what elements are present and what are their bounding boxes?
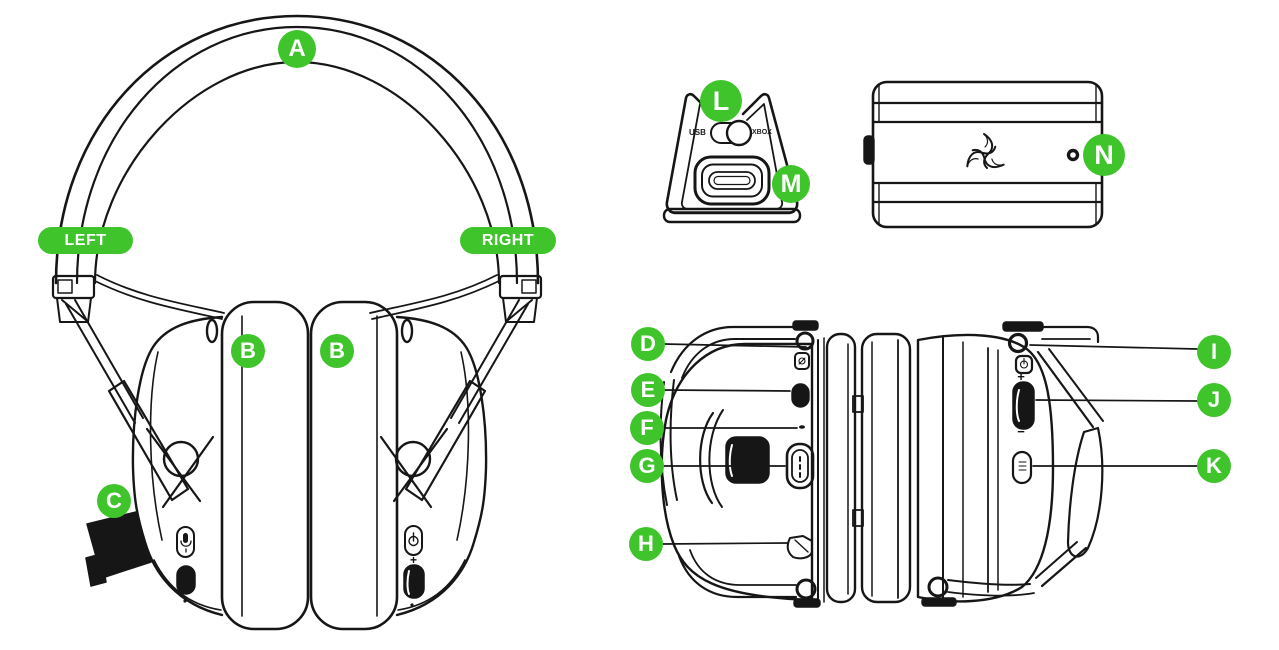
callout-c-boom-mic: C bbox=[97, 484, 131, 518]
callout-m-dongle-usb-c: M bbox=[772, 165, 810, 203]
callout-a-headband: A bbox=[278, 30, 316, 68]
usb-xbox-slide-switch bbox=[710, 119, 753, 147]
left-earcup-side-view bbox=[659, 320, 864, 608]
transmitter-box-view bbox=[863, 80, 1104, 229]
callout-d-mic-mute: D bbox=[631, 327, 665, 361]
razer-triskelion-logo bbox=[966, 133, 1005, 169]
dongle-usb-c-port bbox=[693, 155, 771, 206]
side-volume-roller bbox=[1012, 381, 1035, 430]
front-mic-mute-button bbox=[176, 526, 195, 558]
switch-knob bbox=[725, 119, 753, 147]
callout-i-power-button: I bbox=[1197, 335, 1231, 369]
mic-icon bbox=[183, 533, 188, 543]
usb-c-charging-port bbox=[785, 442, 815, 490]
reset-pinhole bbox=[799, 425, 805, 429]
side-volume-plus-mark: + bbox=[1017, 369, 1025, 384]
callout-g-usb-c-port: G bbox=[630, 449, 664, 483]
callout-k-function-button: K bbox=[1197, 449, 1231, 483]
mic-port bbox=[791, 383, 810, 408]
side-mic-mute-button bbox=[794, 352, 810, 370]
front-volume-roller bbox=[403, 564, 425, 599]
callout-leader-lines-left bbox=[662, 343, 807, 545]
right-side-tag: RIGHT bbox=[460, 227, 556, 254]
callout-l-usb-xbox-switch: L bbox=[700, 80, 742, 122]
side-power-button bbox=[1014, 354, 1034, 375]
box-side-button bbox=[863, 135, 875, 165]
side-volume-minus-mark: − bbox=[1017, 424, 1025, 439]
right-wire-slot bbox=[400, 318, 414, 344]
front-volume-plus-mark: + bbox=[409, 553, 417, 567]
led-indicator-dot bbox=[1066, 148, 1080, 162]
boom-mic-connector bbox=[85, 511, 152, 587]
switch-xbox-label: XBOX bbox=[752, 129, 772, 136]
wireless-dongle-view bbox=[662, 92, 802, 224]
callout-b-left-earcup: B bbox=[231, 334, 265, 368]
switch-usb-label: USB bbox=[689, 128, 706, 137]
front-power-button bbox=[404, 525, 423, 556]
callout-e-mic-port: E bbox=[631, 373, 665, 407]
callout-b-right-earcup: B bbox=[320, 334, 354, 368]
callout-h-hook: H bbox=[629, 527, 663, 561]
side-pivot-knob bbox=[725, 436, 770, 484]
cable-hook bbox=[786, 535, 813, 560]
mic-icon bbox=[798, 357, 806, 365]
callout-n-led: N bbox=[1083, 134, 1125, 176]
side-function-button bbox=[1011, 450, 1033, 485]
dongle-base bbox=[662, 207, 802, 224]
front-headset-view bbox=[51, 14, 543, 631]
left-side-tag: LEFT bbox=[38, 227, 133, 254]
front-left-black-button bbox=[176, 565, 196, 595]
callout-j-volume-roller: J bbox=[1197, 383, 1231, 417]
right-earcup-side-view bbox=[860, 321, 1198, 607]
callout-leader-lines-right bbox=[1029, 344, 1198, 467]
left-wire-slot bbox=[205, 318, 219, 344]
callout-f-pinhole: F bbox=[630, 411, 664, 445]
